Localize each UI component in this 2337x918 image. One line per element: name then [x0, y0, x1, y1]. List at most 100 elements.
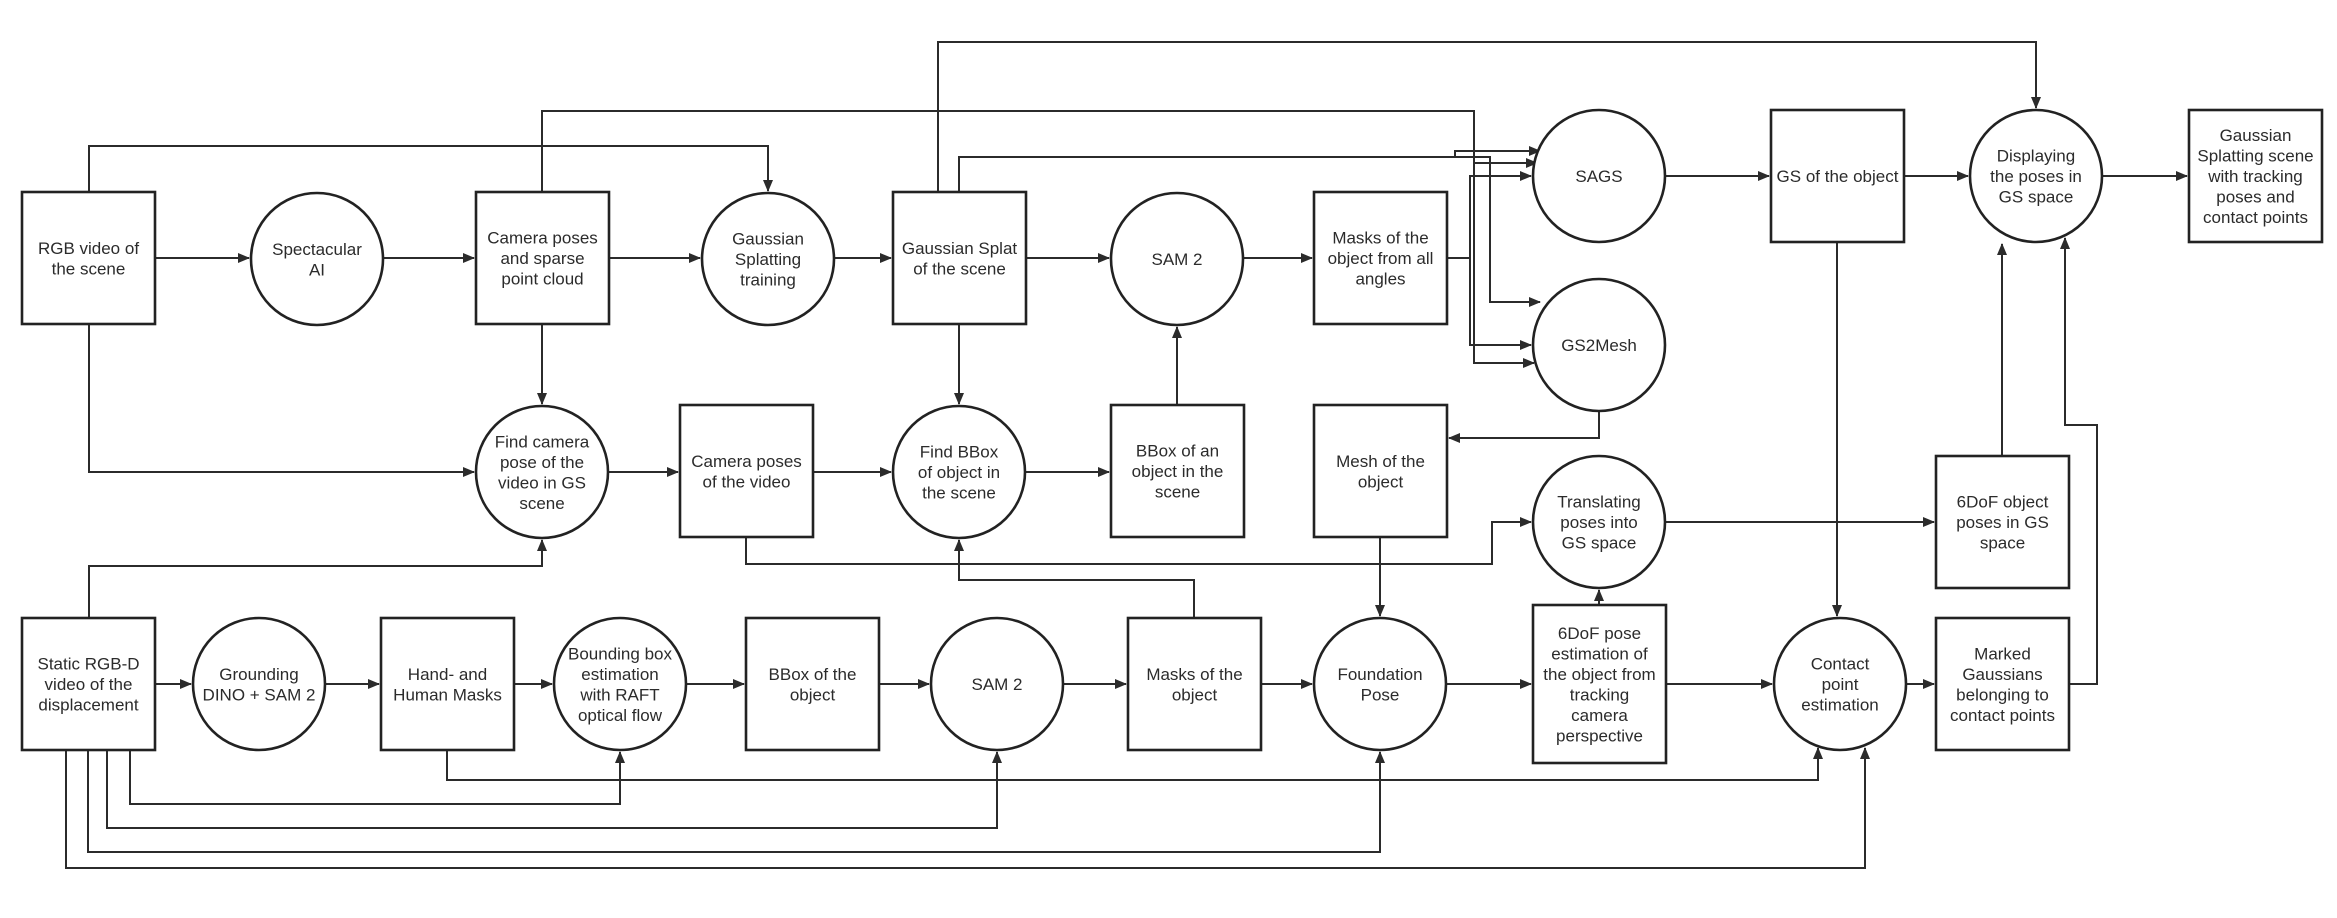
node-label-line: with RAFT — [579, 685, 659, 704]
edge-rgb-video-to-gs-training — [88, 145, 773, 192]
edge-static-rgbd-to-find-camera-pose — [88, 539, 547, 618]
edge-marked-gaussians-to-display-poses — [2060, 237, 2098, 685]
node-label: GS2Mesh — [1561, 336, 1637, 355]
process-box — [474, 190, 611, 326]
process-circle — [552, 616, 688, 752]
node-label-line: the scene — [52, 259, 126, 278]
node-label-line: training — [740, 271, 796, 290]
node-label-line: video in GS — [498, 473, 586, 492]
edge-camera-poses-sparse-to-gs2mesh — [541, 110, 1535, 368]
node-label-line: Pose — [1361, 685, 1400, 704]
node-label-line: object — [790, 685, 836, 704]
node-label-line: 6DoF object — [1957, 493, 2049, 512]
process-circle — [1531, 108, 1667, 244]
node-label-line: object from all — [1328, 249, 1434, 268]
node-label-line: SAM 2 — [971, 675, 1022, 694]
edge-static-rgbd-to-bbox-raft — [129, 750, 625, 805]
node-label-line: with tracking — [2207, 167, 2302, 186]
node-label-line: space — [1980, 534, 2025, 553]
node-label-line: camera — [1571, 706, 1628, 725]
node-label-line: of the scene — [913, 259, 1006, 278]
edge-gs-scene-to-gs2mesh — [958, 156, 1541, 307]
process-circle — [1531, 277, 1667, 413]
node-label-line: Human Masks — [393, 685, 502, 704]
node-label-line: the poses in — [1990, 167, 2082, 186]
node-label-line: displacement — [38, 696, 138, 715]
process-circle — [700, 191, 836, 327]
process-box — [744, 616, 881, 752]
node-label-line: poses and — [2216, 188, 2294, 207]
node-label-line: poses into — [1560, 513, 1638, 532]
node-label-line: BBox of an — [1136, 442, 1219, 461]
process-box — [1531, 603, 1668, 765]
process-box — [678, 403, 815, 539]
process-box — [20, 190, 157, 326]
node-label-line: scene — [519, 494, 564, 513]
node-label-line: AI — [309, 260, 325, 279]
edges-layer — [65, 41, 2188, 869]
node-label-line: Gaussian — [2220, 126, 2292, 145]
edge-masks-all-angles-to-gs2mesh — [1447, 257, 1532, 350]
node-label-line: Foundation — [1337, 665, 1422, 684]
node-label-line: GS of the object — [1777, 167, 1899, 186]
node-label-line: DINO + SAM 2 — [203, 685, 316, 704]
node-label-line: 6DoF pose — [1558, 624, 1641, 643]
edge-static-rgbd-to-foundation-pose — [87, 750, 1385, 853]
edge-static-rgbd-to-sam2-bottom — [106, 750, 1002, 829]
node-label-line: Static RGB-D — [37, 655, 139, 674]
process-box — [891, 190, 1028, 326]
node-label-line: the object from — [1543, 665, 1655, 684]
node-sam2-bottom: SAM 2 — [929, 616, 1065, 752]
node-label-line: estimation of — [1551, 644, 1648, 663]
process-circle — [891, 404, 1027, 540]
edge-gs-scene-to-display-poses — [937, 41, 2041, 192]
node-label-line: estimation — [1801, 696, 1878, 715]
node-label-line: object — [1358, 472, 1404, 491]
node-sam2-top: SAM 2 — [1109, 191, 1245, 327]
node-label-line: Grounding — [219, 665, 298, 684]
node-label-line: and sparse — [500, 249, 584, 268]
node-label-line: optical flow — [578, 706, 663, 725]
node-label-line: estimation — [581, 665, 658, 684]
node-label-line: Spectacular — [272, 240, 362, 259]
node-label-line: pose of the — [500, 453, 584, 472]
process-box — [1934, 616, 2071, 752]
node-label-line: poses in GS — [1956, 513, 2049, 532]
node-label: SAM 2 — [971, 675, 1022, 694]
node-label-line: SAM 2 — [1151, 250, 1202, 269]
node-gs-object: GS of the object — [1769, 108, 1906, 244]
node-label-line: Hand- and — [408, 665, 487, 684]
node-gs2mesh: GS2Mesh — [1531, 277, 1667, 413]
node-label-line: scene — [1155, 483, 1200, 502]
node-label-line: Gaussian Splat — [902, 239, 1018, 258]
